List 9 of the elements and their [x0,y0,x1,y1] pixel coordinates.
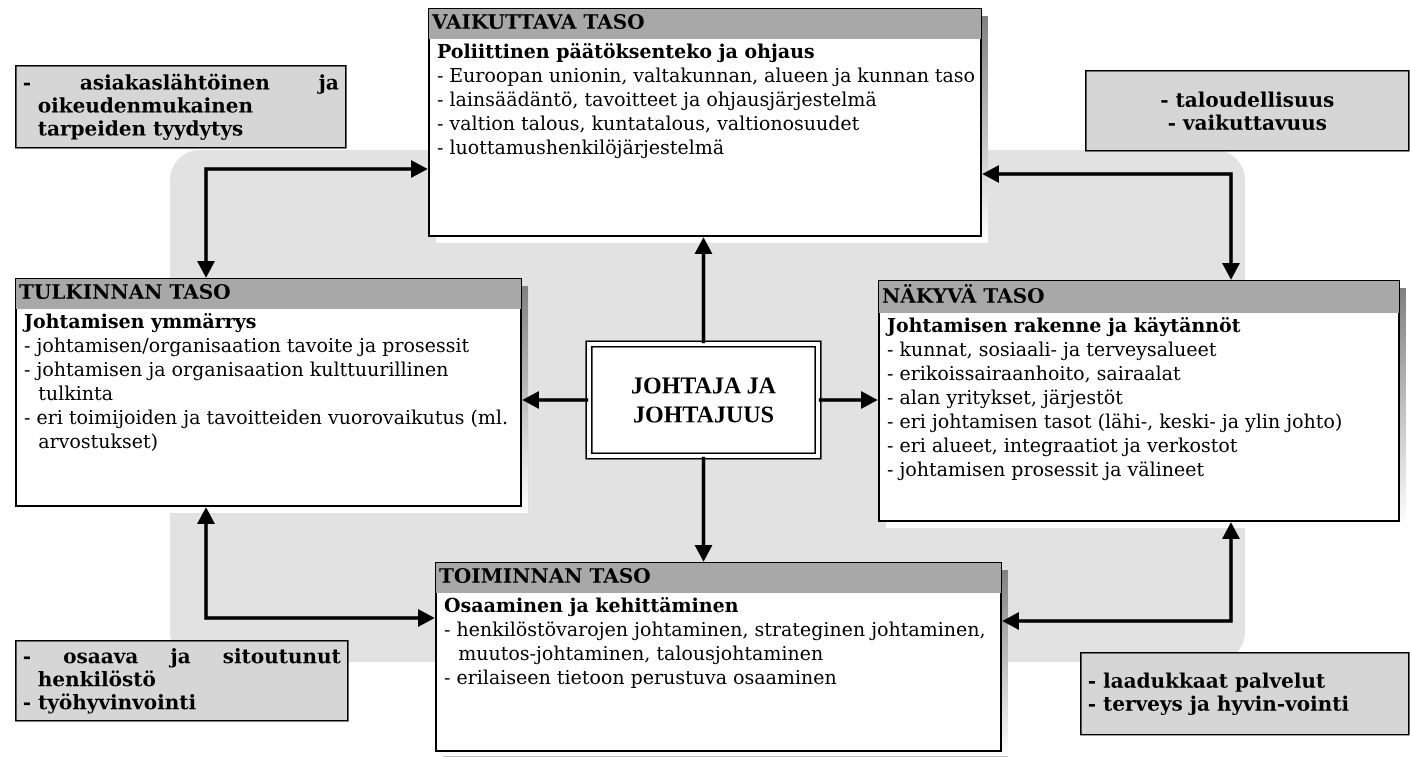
note-box: - taloudellisuus - vaikuttavuus [1085,70,1410,152]
level-box: TULKINNAN TASO Johtamisen ymmärrys - johtamisen/organisaation tavoite ja prosessit - johtamisen ja organisaation kulttuurillinen tulkinta - eri toimijoiden ja tavoitteiden vuorovaikutus (ml. arvostukset) [15,278,528,513]
note-box: - asiakaslähtöinen ja oikeudenmukainen tarpeiden tyydytys [15,65,347,149]
level-box: VAIKUTTAVA TASO Poliittinen päätöksenteko ja ohjaus - Euroopan unionin, valtakunnan, alueen ja kunnan taso - lainsäädäntö, tavoitteet ja ohjausjärjestelmä - valtion talous, kuntatalous, valtionosuudet - luottamushenkilöjärjestelmä [428,8,988,243]
center-box: JOHTAJA JA JOHTAJUUS [585,340,822,460]
note-box: - osaava ja sitoutunut henkilöstö - työhyvinvointi [15,640,349,722]
level-box: TOIMINNAN TASO Osaaminen ja kehittäminen - henkilöstövarojen johtaminen, strateginen johtaminen, muutos-johtaminen, talousjohtaminen - erilaiseen tietoon perustuva osaaminen [435,562,1008,757]
level-box: NÄKYVÄ TASO Johtamisen rakenne ja käytännöt - kunnat, sosiaali- ja terveysalueet - erikoissairaanhoito, sairaalat - alan yritykset, järjestöt - eri johtamisen tasot (lähi-, keski- ja ylin johto) - eri alueet, integraatiot ja verkostot - johtamisen prosessit ja välineet [878,280,1406,528]
note-box: - laadukkaat palvelut - terveys ja hyvin-vointi [1080,652,1410,736]
